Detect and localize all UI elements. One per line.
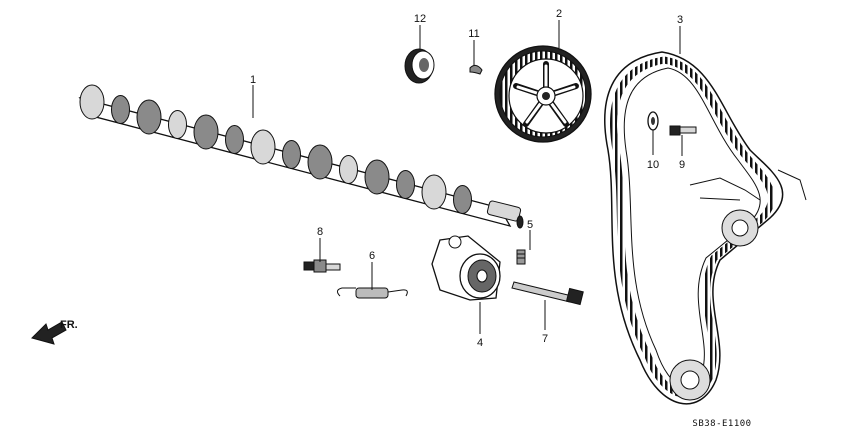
camshaft: [78, 84, 524, 229]
cam-lobe: [421, 174, 447, 210]
callout-tensioner-bolt: 7: [542, 333, 548, 345]
woodruff-key: [469, 64, 483, 75]
spring-post: [303, 259, 341, 273]
tensioner-spring: [336, 287, 408, 299]
cam-lobe: [225, 125, 244, 154]
callout-timing-belt: 3: [677, 14, 683, 26]
callout-woodruff-key: 11: [468, 28, 479, 40]
callout-oil-seal: 12: [414, 13, 426, 25]
callout-camshaft: 1: [250, 74, 256, 86]
cam-lobe: [168, 110, 187, 139]
cam-lobe: [307, 144, 333, 180]
pulley-bolt: [669, 125, 697, 136]
cam-lobe: [136, 99, 162, 135]
cam-lobe: [111, 95, 130, 124]
front-direction-arrow: FR.: [31, 319, 78, 345]
cam-lobe: [79, 84, 105, 120]
callout-stud: 5: [527, 219, 533, 231]
washer: [647, 111, 659, 131]
oil-seal: [404, 48, 435, 84]
leader-lines: [252, 20, 683, 334]
timing-belt: [604, 51, 807, 405]
cam-lobe: [364, 159, 390, 195]
tensioner-bolt: [511, 281, 584, 306]
callout-pulley-bolt: 9: [679, 159, 685, 171]
cam-lobe: [453, 185, 472, 214]
cam-lobe: [282, 140, 301, 169]
stud: [516, 249, 526, 265]
diagram-code: SB38-E1100: [692, 419, 751, 429]
cam-lobe: [193, 114, 219, 150]
callout-camshaft-pulley: 2: [556, 8, 562, 20]
callout-tensioner-spring: 6: [369, 250, 375, 262]
camshaft-pulley: [494, 45, 592, 143]
direction-label: FR.: [60, 319, 78, 331]
cam-lobe: [396, 170, 415, 199]
cam-lobe: [339, 155, 358, 184]
belt-tensioner: [431, 235, 501, 301]
callout-belt-tensioner: 4: [477, 337, 483, 349]
callout-washer: 10: [647, 159, 659, 171]
cam-lobe: [250, 129, 276, 165]
callout-spring-post: 8: [317, 226, 323, 238]
